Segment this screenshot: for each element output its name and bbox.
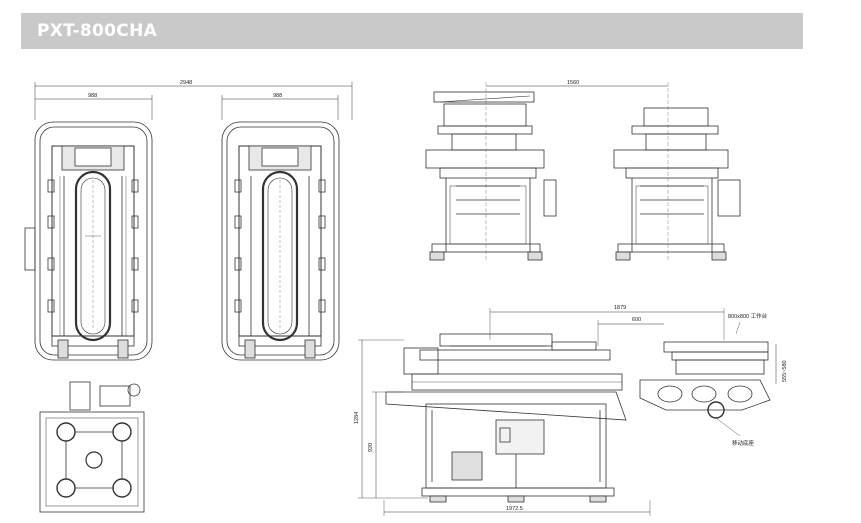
front-view-a <box>425 91 557 261</box>
dim-side-mid: 600 <box>632 317 641 323</box>
note-label: 移动底座 <box>732 439 755 447</box>
header-banner: PXT-800CHA <box>21 13 803 49</box>
dim-side-top: 1879 <box>614 305 626 311</box>
dim-stroke: 555~580 <box>782 360 788 382</box>
front-view-b <box>613 107 741 261</box>
front-views: 1560 <box>425 80 741 262</box>
dim-inner-width-left: 988 <box>88 93 97 99</box>
dim-length: 1972.5 <box>506 506 523 512</box>
dim-overall-height: 1284 <box>354 412 360 424</box>
side-view: 1879 600 800x800 工作台 555~580 1284 920 19… <box>354 305 788 516</box>
dim-span: 1560 <box>567 80 579 86</box>
dim-height: 920 <box>368 443 374 452</box>
page-title: PXT-800CHA <box>37 21 158 41</box>
plan-view-left: 2948 988 <box>24 80 353 361</box>
dim-inner-width-right: 988 <box>273 93 282 99</box>
hydraulic-view <box>39 381 145 513</box>
dim-overall-width: 2948 <box>180 80 192 86</box>
pallet-label: 800x800 工作台 <box>728 312 768 320</box>
plan-view-right: 988 <box>221 93 340 361</box>
